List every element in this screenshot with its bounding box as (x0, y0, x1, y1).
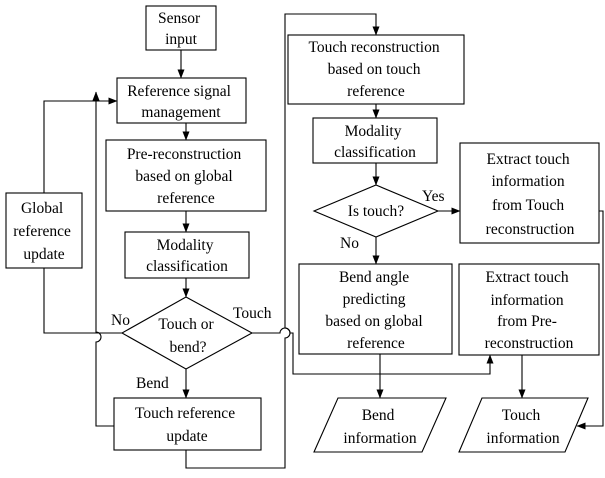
modality-classification-right-node: Modality classification (312, 117, 438, 164)
node-line: Pre-reconstruction (127, 146, 242, 163)
node-line: reference (157, 190, 215, 207)
node-line: from Touch (492, 197, 564, 214)
node-line: classification (334, 144, 416, 161)
node-line: from Pre- (497, 313, 557, 330)
edge-label-no: No (111, 312, 130, 329)
svg-text:Extract touch informatio: Extract touch information from Pre- reco… (485, 269, 574, 352)
svg-text:Pre-reconstruction based: Pre-reconstruction based on global refer… (127, 146, 245, 207)
node-line: Is touch? (348, 203, 405, 220)
svg-text:Extract touch informatio: Extract touch information from Touch rec… (486, 151, 575, 238)
modality-classification-left-node: Modality classification (124, 231, 250, 279)
node-line: reconstruction (486, 221, 575, 238)
node-line: update (166, 428, 207, 445)
node-line: Modality (157, 237, 214, 254)
touch-or-bend-decision: Touch or bend? (120, 296, 254, 370)
node-line: reference (347, 83, 405, 100)
pre-reconstruction-node: Pre-reconstruction based on global refer… (105, 139, 267, 212)
node-line: management (141, 104, 221, 121)
node-line: update (23, 246, 64, 263)
node-line: information (491, 173, 564, 190)
svg-text:Is touch?: Is touch? (348, 203, 405, 220)
arrow-to-touch-reconstruction (185, 13, 380, 469)
svg-text:Bend information: Bend information (343, 407, 416, 447)
node-line: Modality (345, 123, 402, 140)
node-line: Reference signal (127, 83, 231, 100)
node-line: Touch (502, 407, 541, 424)
svg-text:Reference signal managem: Reference signal management (127, 83, 235, 121)
node-line: reference (347, 335, 405, 352)
svg-text:Modality classification: Modality classification (146, 237, 228, 275)
extract-from-pre-reconstruction-node: Extract touch information from Pre- reco… (458, 263, 600, 356)
node-line: reconstruction (485, 335, 574, 352)
arrow-no-global-loop (43, 101, 122, 334)
arrow-touchrefupdate-loop (92, 91, 114, 427)
node-line: Touch or (158, 316, 214, 333)
node-line: reference (13, 223, 71, 240)
edge-label-yes: Yes (422, 188, 445, 205)
edge-label-touch: Touch (233, 305, 272, 322)
sensor-input-node: Sensor input (145, 5, 217, 51)
svg-text:Bend angle predicting: Bend angle predicting based on global re… (325, 269, 426, 352)
node-line: Touch reconstruction (309, 39, 440, 56)
bend-information-output: Bend information (313, 397, 447, 453)
node-line: information (486, 430, 559, 447)
node-line: predicting (343, 291, 406, 308)
node-line: information (490, 292, 563, 309)
edge-label-no: No (340, 235, 359, 252)
svg-text:Touch or bend?: Touch or bend? (158, 316, 217, 356)
touch-reconstruction-node: Touch reconstruction based on touch refe… (287, 34, 465, 105)
svg-text:Modality classification: Modality classification (334, 123, 416, 161)
node-line: input (165, 31, 198, 48)
node-line: Bend angle (339, 269, 409, 286)
svg-text:Sensor input: Sensor input (158, 10, 204, 48)
reference-signal-management-node: Reference signal management (116, 77, 247, 124)
touch-reference-update-node: Touch reference update (113, 397, 262, 451)
node-line: bend? (169, 339, 206, 356)
node-line: Sensor (158, 10, 201, 27)
svg-text:Touch information: Touch information (486, 407, 559, 447)
node-line: Extract touch (486, 269, 569, 286)
node-line: classification (146, 258, 228, 275)
node-line: information (343, 430, 416, 447)
node-line: Touch reference (135, 405, 235, 422)
node-line: based on global (325, 313, 422, 330)
touch-information-output: Touch information (458, 397, 589, 453)
node-line: Global (21, 200, 63, 217)
node-line: based on global (135, 168, 232, 185)
is-touch-decision: Is touch? (312, 184, 440, 238)
bend-angle-predicting-node: Bend angle predicting based on global re… (298, 263, 453, 355)
node-line: Extract touch (487, 151, 570, 168)
svg-text:Touch reconstruction bas: Touch reconstruction based on touch refe… (309, 39, 444, 100)
node-line: Bend (362, 407, 395, 424)
edge-label-bend: Bend (136, 375, 169, 392)
svg-text:Global reference u: Global reference update (13, 200, 75, 263)
global-reference-update-node: Global reference update (5, 192, 83, 269)
extract-from-touch-reconstruction-node: Extract touch information from Touch rec… (459, 142, 600, 244)
arrow-extracttouch-to-touchinfo (576, 210, 604, 430)
svg-text:Touch reference update: Touch reference update (135, 405, 239, 445)
node-line: based on touch (328, 61, 421, 78)
